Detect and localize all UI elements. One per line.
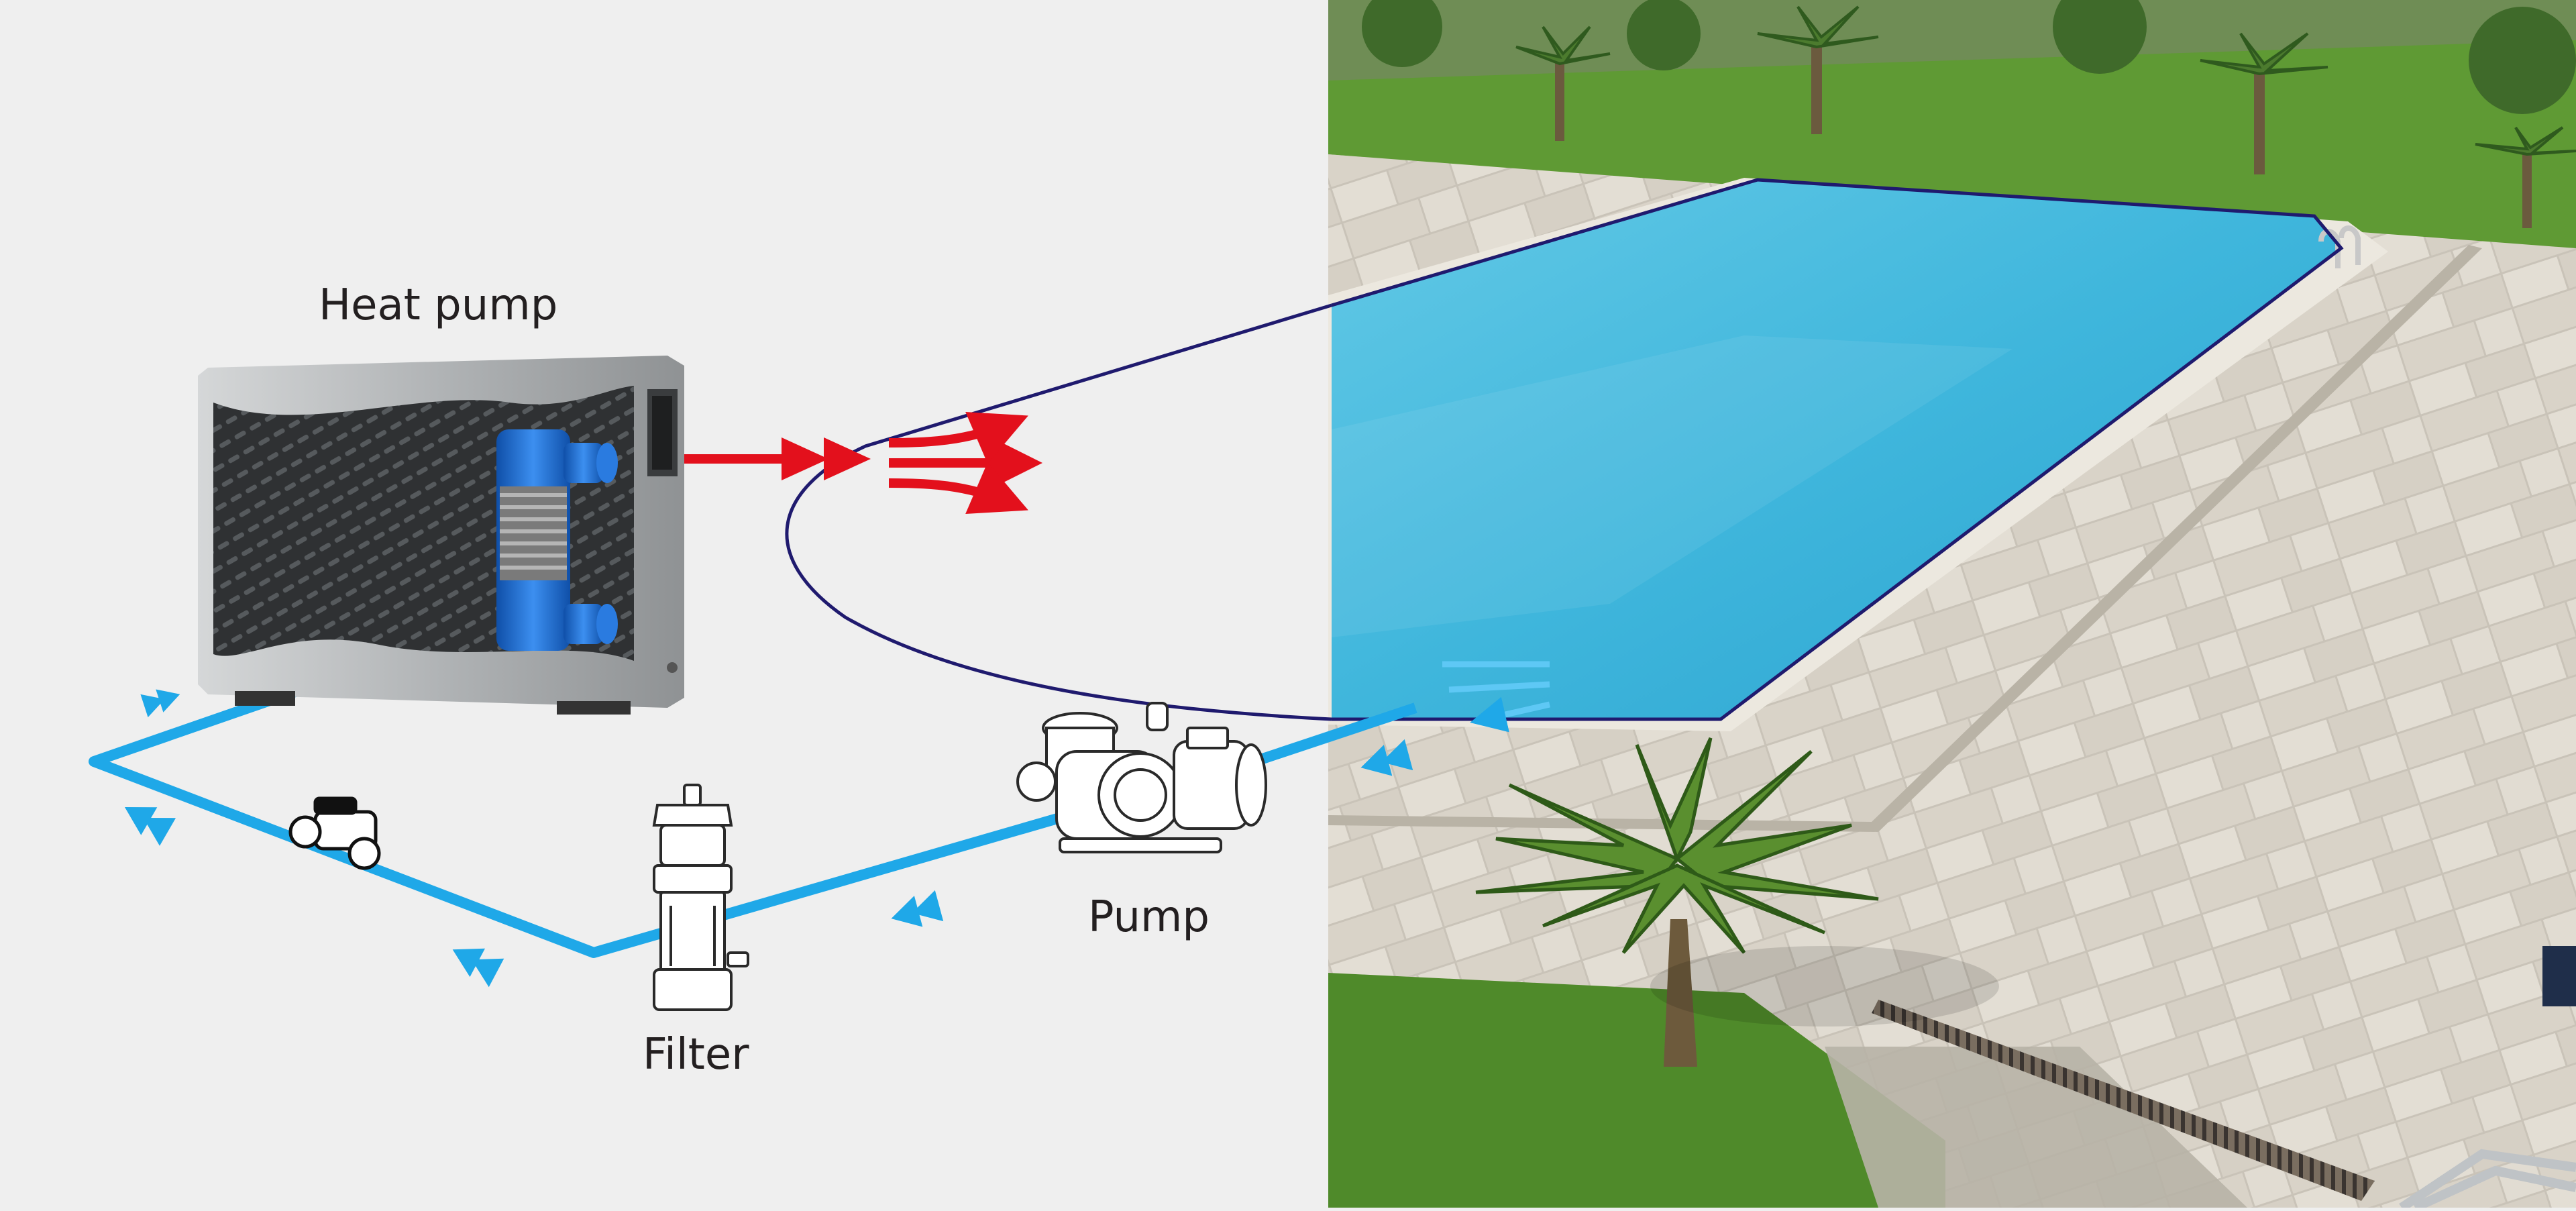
pool-water bbox=[1332, 180, 2341, 719]
hot-water-flow bbox=[610, 411, 1042, 515]
pool-inlet-arrows bbox=[1442, 661, 1550, 733]
palm-tree bbox=[1515, 5, 2576, 228]
filter-label: Filter bbox=[643, 1030, 749, 1080]
palm-tree bbox=[1475, 737, 1999, 1067]
circuit-outline bbox=[785, 178, 2344, 721]
pool-photo bbox=[1328, 0, 2576, 1211]
cartridge-filter bbox=[652, 784, 749, 1011]
heat-exchanger bbox=[496, 429, 618, 651]
railing bbox=[2399, 1149, 2576, 1211]
water-pipe bbox=[89, 612, 1417, 958]
ball-valve bbox=[288, 796, 381, 870]
flow-arrows-cold bbox=[124, 689, 1413, 988]
heat-pump-label: Heat pump bbox=[319, 280, 558, 330]
heat-pump-unit bbox=[198, 356, 684, 715]
pump-label: Pump bbox=[1088, 892, 1210, 942]
circulation-pump bbox=[1016, 702, 1267, 853]
